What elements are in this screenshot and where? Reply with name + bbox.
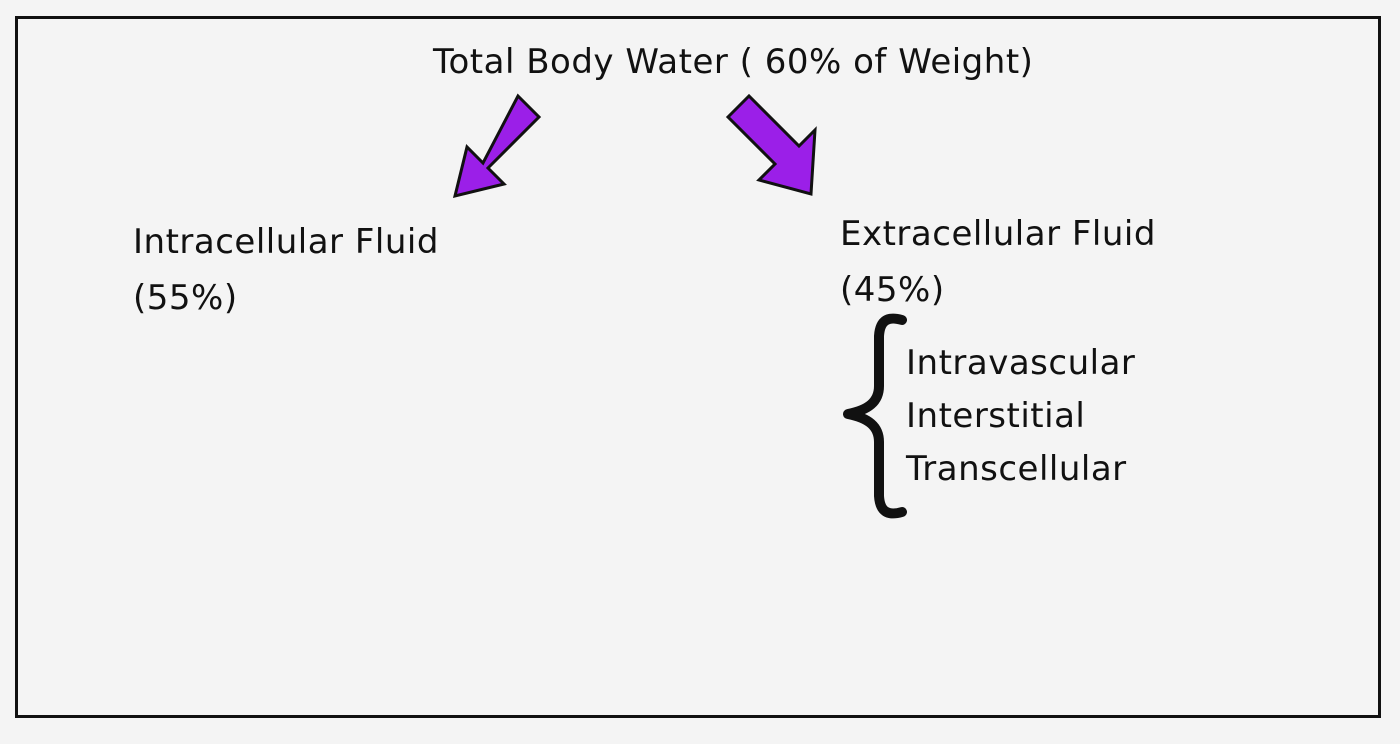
arrow-down-right-icon [725,93,817,196]
extracellular-compartments-list: Intravascular Interstitial Transcellular [906,337,1135,496]
compartment-interstitial: Interstitial [906,396,1086,436]
curly-brace-icon [843,313,907,519]
extracellular-fluid-label: Extracellular Fluid [840,214,1156,254]
compartment-transcellular: Transcellular [906,449,1127,489]
arrow-down-left-icon [452,93,542,199]
diagram-frame [15,16,1381,718]
intracellular-fluid-percent: (55%) [133,278,238,318]
compartment-intravascular: Intravascular [906,343,1136,383]
diagram-title: Total Body Water ( 60% of Weight) [433,42,1034,82]
extracellular-fluid-percent: (45%) [840,270,945,310]
intracellular-fluid-label: Intracellular Fluid [133,222,439,262]
